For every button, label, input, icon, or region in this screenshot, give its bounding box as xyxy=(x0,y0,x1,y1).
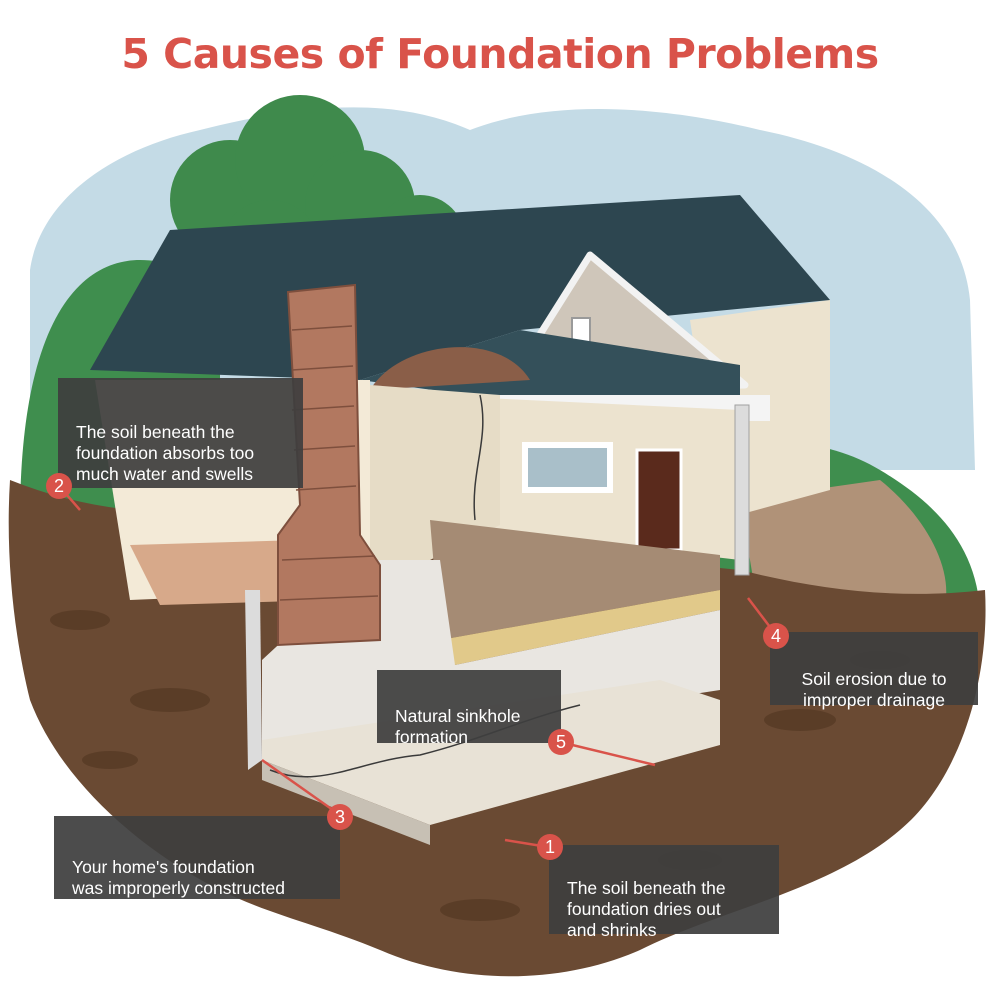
callout-4-marker: 4 xyxy=(763,623,789,649)
downspout xyxy=(734,404,750,576)
floor-joists xyxy=(440,590,720,665)
callout-4-text: Soil erosion due to improper drainage xyxy=(801,669,947,710)
interior-wall xyxy=(370,385,500,560)
callout-1: The soil beneath the foundation dries ou… xyxy=(549,845,779,940)
callout-4: Soil erosion due to improper drainage xyxy=(770,632,978,710)
callout-5: Natural sinkhole formation xyxy=(377,670,561,747)
main-floor xyxy=(430,520,720,640)
basement-slab-edge xyxy=(262,760,430,845)
infographic-title: 5 Causes of Foundation Problems xyxy=(121,30,879,78)
callout-3-text: Your home's foundation was improperly co… xyxy=(72,857,285,898)
front-window xyxy=(522,442,613,493)
main-roof xyxy=(90,195,830,380)
callout-1-text: The soil beneath the foundation dries ou… xyxy=(567,878,726,940)
basement-left-wall xyxy=(245,590,262,770)
wall-crack xyxy=(473,394,484,521)
chimney-stones xyxy=(279,325,379,601)
chimney xyxy=(277,283,381,647)
callout-1-marker: 1 xyxy=(537,834,563,860)
callout-3-marker: 3 xyxy=(327,804,353,830)
callout-2-marker: 2 xyxy=(46,473,72,499)
front-door xyxy=(635,448,683,552)
basement-slab xyxy=(262,680,720,825)
pointer-line-3 xyxy=(261,758,341,817)
callout-3: Your home's foundation was improperly co… xyxy=(54,816,340,899)
callout-2-text: The soil beneath the foundation absorbs … xyxy=(76,422,255,484)
callout-5-marker: 5 xyxy=(548,729,574,755)
callout-2: The soil beneath the foundation absorbs … xyxy=(58,378,303,488)
callout-5-text: Natural sinkhole formation xyxy=(395,706,521,747)
pointer-line-5 xyxy=(559,740,656,767)
attic xyxy=(370,347,530,390)
